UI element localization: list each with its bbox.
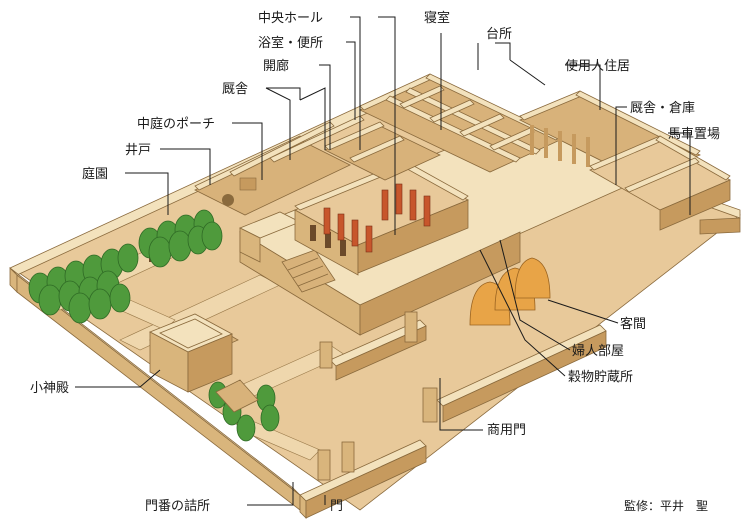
supervisor-credit: 監修：平井 聖	[624, 498, 708, 513]
front-walls-gates	[299, 311, 607, 519]
label-stable: 厩舎	[222, 82, 248, 97]
label-granary: 穀物貯蔵所	[568, 370, 633, 385]
label-bedroom: 寝室	[424, 10, 450, 26]
label-gate: 門	[330, 499, 343, 514]
label-garden: 庭園	[82, 166, 108, 182]
label-guest-room: 客間	[620, 316, 646, 332]
label-bath-toilet: 浴室・便所	[258, 35, 323, 51]
label-carriage-house: 馬車置場	[668, 127, 720, 142]
granary-silos	[469, 257, 551, 326]
label-well: 井戸	[125, 143, 151, 158]
diagram-labels: 中央ホール 寝室 台所 浴室・便所 開廊 使用人住居 厩舎 厩舎・倉庫 中庭のポ…	[30, 10, 720, 514]
label-womens-quarters: 婦人部屋	[572, 343, 624, 359]
garden-trees	[28, 209, 280, 442]
leader-lines	[75, 16, 691, 506]
label-kitchen: 台所	[486, 27, 512, 42]
label-servants-quarters: 使用人住居	[565, 58, 630, 74]
label-gatekeeper-lodge: 門番の詰所	[145, 498, 210, 514]
small-shrine	[149, 313, 259, 413]
label-courtyard-porch: 中庭のポーチ	[137, 116, 215, 132]
label-central-hall: 中央ホール	[258, 11, 323, 26]
hall-columns	[323, 183, 431, 253]
label-small-shrine: 小神殿	[30, 381, 69, 396]
stables-storage	[589, 135, 731, 231]
label-open-corridor: 開廊	[263, 58, 289, 74]
left-stable-well	[194, 115, 365, 216]
label-stable-storehouse: 厩舎・倉庫	[630, 101, 695, 116]
label-trade-gate: 商用門	[487, 423, 526, 438]
